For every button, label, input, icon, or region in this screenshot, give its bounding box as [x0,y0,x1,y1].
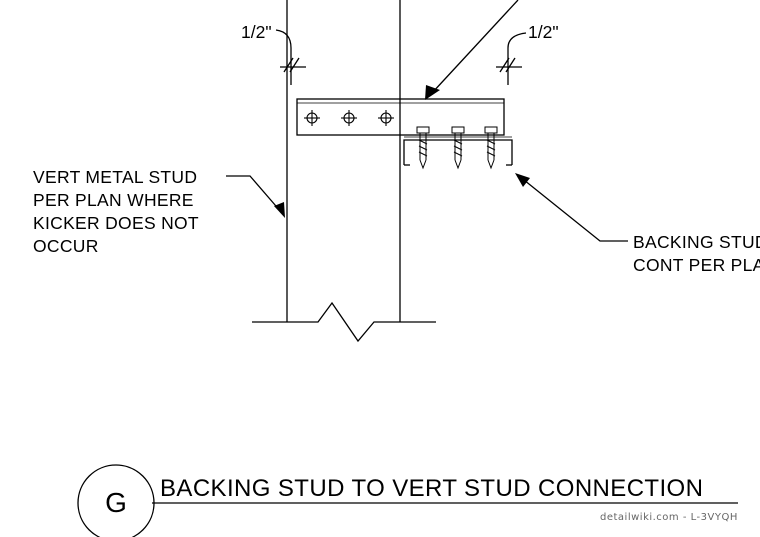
screw [451,126,465,170]
dimension-label-left: 1/2" [241,22,272,42]
leader-vert-stud [226,175,283,214]
arrowhead [274,202,285,218]
arrowhead [515,173,530,187]
leader-angle-clip [431,0,519,94]
angle-clip [296,98,505,136]
dimension-leader [275,29,292,49]
dimension-leader [507,32,527,49]
bolt [378,110,394,126]
dimension-label-right: 1/2" [528,22,559,42]
detail-title: BACKING STUD TO VERT STUD CONNECTION [160,475,704,502]
screw [416,126,430,170]
detail-letter: G [105,487,127,518]
break-line [252,301,436,343]
screw [484,126,498,170]
note-backing-stud: BACKING STUD CONT PER PLAN [633,232,760,275]
arrowhead [425,85,440,100]
leader-backing-stud [523,179,628,242]
watermark: detailwiki.com - L-3VYQH [600,512,738,523]
note-vert-stud: VERT METAL STUD PER PLAN WHERE KICKER DO… [33,167,199,256]
detail-circle [77,464,155,537]
bolt [341,110,357,126]
bolt [304,110,320,126]
backing-stud [403,139,513,165]
